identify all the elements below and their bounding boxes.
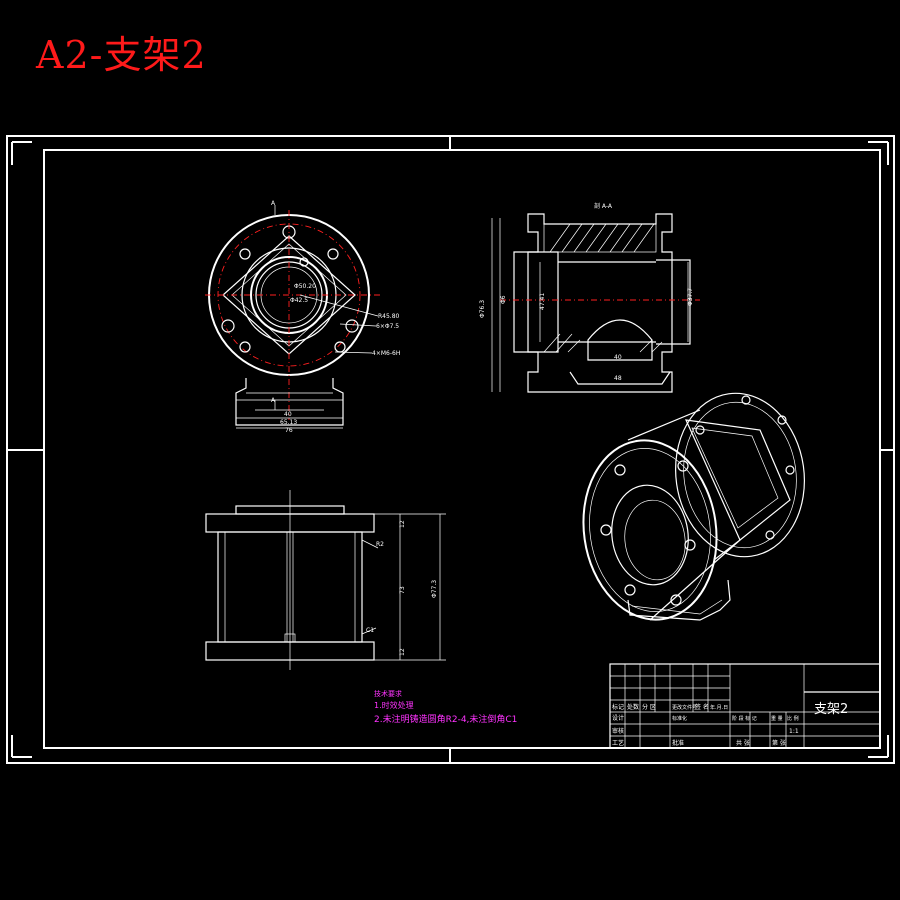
tb-scale-value: 1:1 bbox=[789, 728, 799, 735]
cut-mark-label: A bbox=[271, 200, 276, 207]
dim-section-48: 48 bbox=[614, 375, 622, 382]
tb-cell-standard: 标准化 bbox=[672, 715, 687, 722]
dim-bottom-phi773: Φ77.3 bbox=[431, 580, 438, 598]
dim-40: 40 bbox=[284, 411, 292, 418]
title-block: 标记 处数 分 区 更改文件号 签 名 年.月.日 设计 标准化 阶 段 标 记… bbox=[609, 663, 881, 749]
tb-cell-sheet: 第 张 bbox=[772, 739, 786, 747]
notes-line2: 2.未注明铸造圆角R2-4,未注倒角C1 bbox=[374, 713, 517, 725]
tb-cell-change: 更改文件号 bbox=[672, 704, 697, 711]
isometric-view bbox=[582, 392, 805, 621]
tb-cell-approve: 批准 bbox=[672, 739, 684, 747]
dim-76: 76 bbox=[285, 427, 293, 434]
dim-section-40: 40 bbox=[614, 354, 622, 361]
notes-heading: 技术要求 bbox=[374, 689, 402, 698]
tb-cell-mark: 标记 bbox=[612, 703, 624, 711]
technical-notes: 技术要求 1.时效处理 2.未注明铸造圆角R2-4,未注倒角C1 bbox=[374, 689, 517, 725]
dim-6513: 65.13 bbox=[280, 419, 297, 426]
tb-cell-process: 工艺 bbox=[612, 739, 624, 747]
tb-cell-zone: 分 区 bbox=[642, 703, 656, 711]
front-view: A A R45.80 6×Φ7.5 4×M6-6H Φ50.20 Φ42.5 4… bbox=[205, 200, 400, 434]
tb-cell-weight: 重 量 bbox=[771, 715, 783, 722]
cut-mark-label-bottom: A bbox=[271, 397, 276, 404]
sheet-border bbox=[6, 135, 895, 764]
dim-phi5020: Φ50.20 bbox=[294, 283, 316, 290]
tb-cell-design: 设计 bbox=[612, 714, 624, 722]
dim-bottom-12b: 12 bbox=[399, 648, 406, 656]
tb-part-name: 支架2 bbox=[814, 702, 848, 717]
dim-bottom-r2: R2 bbox=[376, 541, 384, 548]
dim-thread: 4×M6-6H bbox=[372, 350, 400, 357]
side-view: 12 73 Φ77.3 12 R2 C1 bbox=[205, 490, 446, 670]
dim-bottom-12a: 12 bbox=[399, 520, 406, 528]
page-title: A2-支架2 bbox=[36, 33, 207, 77]
section-label: 剖 A-A bbox=[594, 202, 613, 210]
dim-holes: 6×Φ7.5 bbox=[376, 323, 399, 330]
dim-bottom-c1: C1 bbox=[366, 627, 374, 634]
tb-cell-review: 审核 bbox=[612, 727, 624, 735]
dim-4741: 47.41 bbox=[539, 293, 546, 310]
tb-cell-scale: 比 例 bbox=[787, 715, 799, 722]
dim-bottom-73: 73 bbox=[399, 586, 406, 594]
section-view: 剖 A-A Φ76.3 Φ6 47.41 Φ37.7 40 48 bbox=[479, 202, 700, 393]
dim-phi425: Φ42.5 bbox=[290, 297, 308, 304]
notes-line1: 1.时效处理 bbox=[374, 700, 414, 710]
dim-phi6: Φ6 bbox=[500, 295, 507, 304]
tb-cell-date: 年.月.日 bbox=[710, 704, 728, 711]
dim-r4580: R45.80 bbox=[378, 313, 400, 320]
dim-phi377: Φ37.7 bbox=[687, 288, 694, 306]
dim-phi763: Φ76.3 bbox=[479, 300, 486, 318]
tb-cell-stage: 阶 段 标 记 bbox=[732, 715, 757, 722]
tb-cell-total: 共 张 bbox=[736, 739, 750, 747]
tb-cell-count: 处数 bbox=[627, 703, 639, 711]
tb-cell-sign: 签 名 bbox=[695, 703, 709, 711]
